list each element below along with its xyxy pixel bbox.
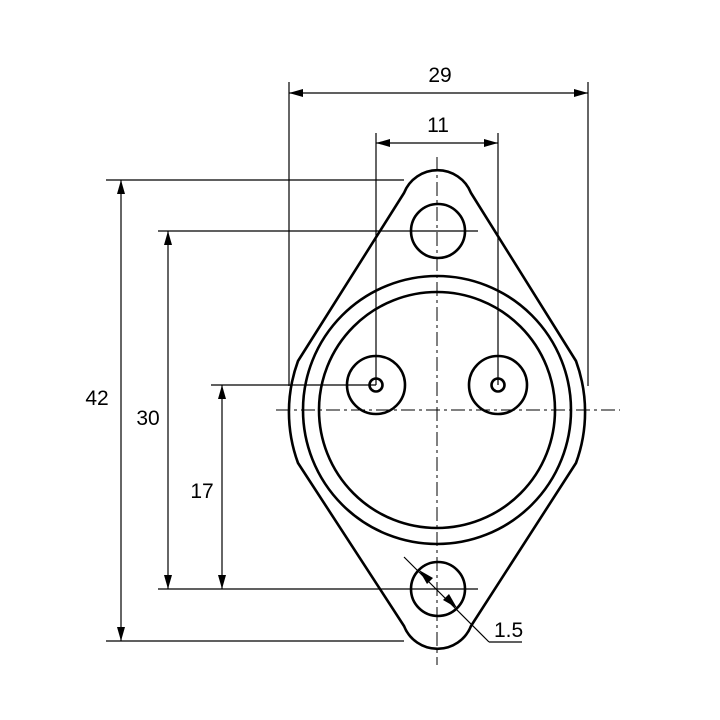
dimension-label-30: 30 (136, 407, 159, 430)
dimension-mounting-hole-diameter: 1.5 (403, 556, 523, 643)
dimension-pin-offset: 17 (190, 384, 376, 589)
flange-outline (287, 168, 587, 651)
dimension-label-1-5: 1.5 (494, 619, 523, 642)
dimension-label-11: 11 (427, 114, 449, 137)
dimension-pin-spacing: 11 (375, 114, 499, 385)
dimension-overall-width: 29 (288, 64, 589, 386)
dimension-overall-height: 42 (85, 179, 404, 642)
dimension-mounting-hole-spacing: 30 (136, 230, 478, 590)
dimension-label-29: 29 (428, 64, 451, 87)
dimension-label-42: 42 (85, 387, 108, 410)
dimension-label-17: 17 (190, 480, 213, 503)
